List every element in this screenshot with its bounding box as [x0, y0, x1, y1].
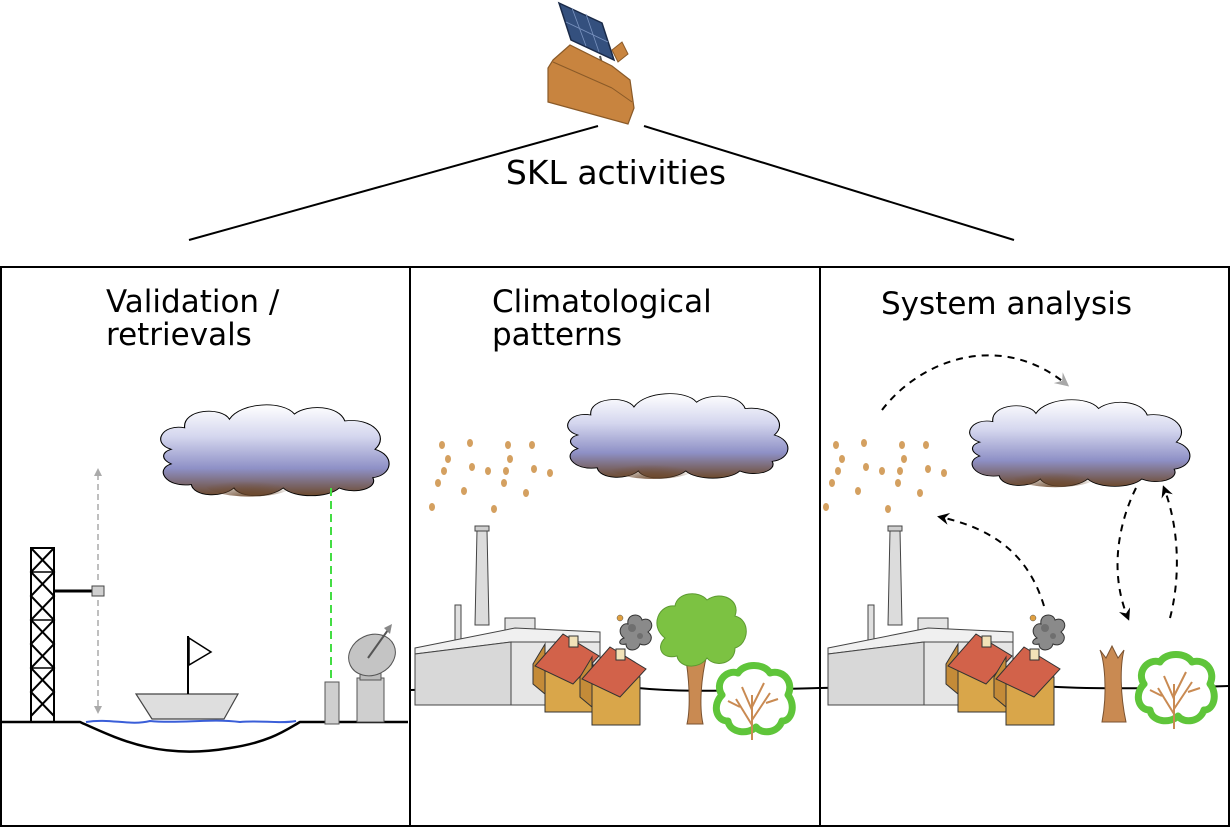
panel-system-frame: [819, 266, 1230, 827]
panel-climatological-title-line2: patterns: [492, 317, 622, 353]
cloud-icon: [160, 404, 390, 498]
dead-tree-icon: [1099, 644, 1127, 723]
connector-left: [188, 125, 599, 241]
feedback-arrow-icon: [1161, 485, 1178, 619]
aerosol-particles-icon: [823, 439, 947, 513]
panel-climatological-title-line1: Climatological: [492, 284, 712, 320]
panel-validation-title-line2: retrievals: [106, 317, 252, 353]
connector-right: [643, 125, 1015, 241]
panel-system: System analysis: [820, 286, 1229, 730]
cloud-icon: [969, 399, 1191, 488]
panel-climatological: Climatological patterns: [410, 284, 820, 741]
satellite-icon: [547, 1, 635, 125]
radar-dish-icon: [348, 624, 396, 723]
panel-validation: Validation / retrievals: [2, 284, 408, 753]
feedback-arrow-icon: [881, 354, 1070, 411]
smoke-icon: [1029, 614, 1066, 651]
ground-line: [2, 720, 408, 753]
panel-validation-title-line1: Validation /: [106, 284, 280, 320]
boat-icon: [134, 636, 240, 720]
feedback-arrow-icon: [1116, 487, 1137, 621]
water-surface: [85, 719, 297, 724]
bush-icon: [716, 666, 792, 741]
aerosol-particles-icon: [429, 439, 553, 513]
lidar-instrument: [324, 681, 340, 725]
smoke-icon: [616, 614, 653, 651]
feedback-arrow-icon: [937, 513, 1045, 607]
panel-system-title: System analysis: [881, 286, 1132, 322]
bush-icon: [1138, 655, 1214, 730]
diagram-title: SKL activities: [506, 153, 726, 192]
cloud-icon: [567, 393, 789, 480]
measurement-tower-icon: [29, 547, 105, 723]
